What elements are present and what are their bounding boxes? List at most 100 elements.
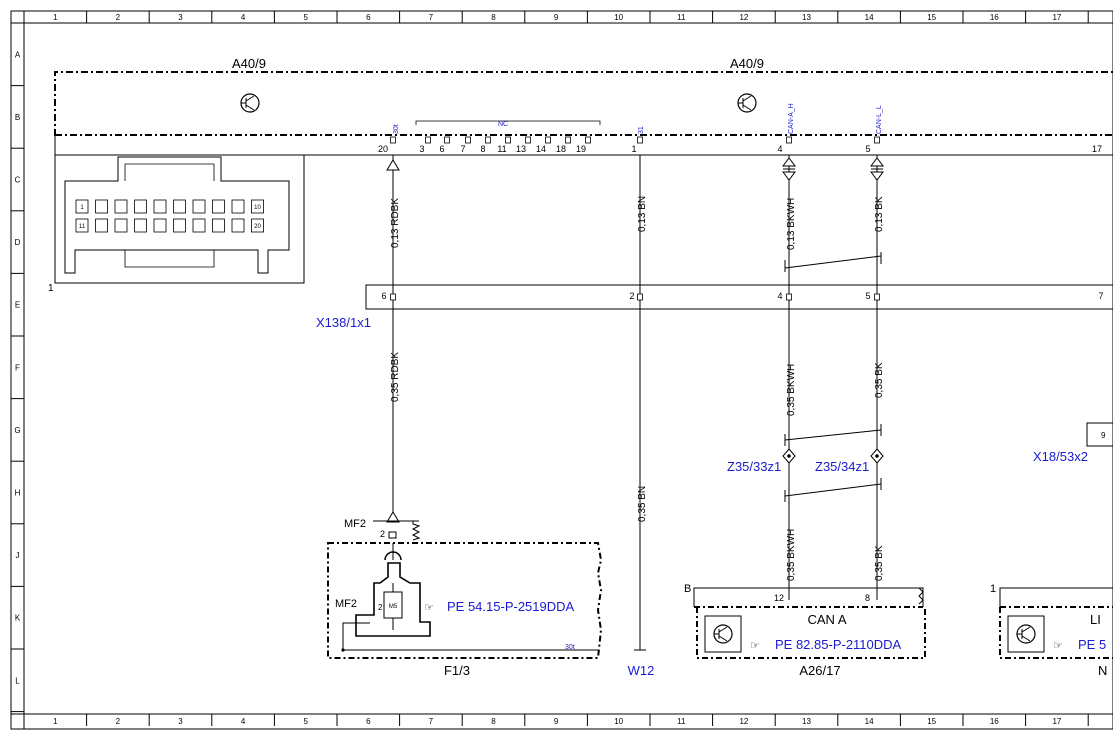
wire-label: 0,35 BK	[874, 545, 885, 581]
connector-face-label: 1	[48, 283, 54, 294]
fuse-body	[341, 543, 598, 652]
connector-pin-number: 19	[576, 144, 586, 154]
row-letter: C	[15, 176, 21, 185]
column-number: 7	[429, 717, 434, 726]
column-number: 1	[53, 13, 58, 22]
svg-text:1: 1	[80, 205, 84, 211]
right-module-frame	[999, 607, 1113, 659]
can-module-title: CAN A	[807, 612, 846, 627]
control-unit-icon	[737, 93, 757, 113]
x138-pin-number: 5	[865, 291, 870, 301]
column-number: 16	[990, 13, 999, 22]
x138-label: X138/1x1	[316, 315, 371, 330]
column-number: 5	[303, 13, 308, 22]
svg-text:M5: M5	[389, 604, 398, 610]
connector-pin-number: 18	[556, 144, 566, 154]
column-number: 9	[554, 13, 559, 22]
column-number: 3	[178, 717, 183, 726]
row-letter: K	[15, 614, 21, 623]
svg-text:30t: 30t	[565, 644, 575, 651]
fuse-mf2-side: MF2	[335, 598, 357, 610]
wire-label: 0,13 BK	[874, 196, 885, 232]
connector-pin-number: 7	[460, 144, 465, 154]
connector-pin-number: 5	[865, 144, 870, 154]
a40-left-label: A40/9	[232, 56, 266, 71]
column-number: 17	[1052, 13, 1061, 22]
wire-label: 0,35 BKWH	[786, 364, 797, 416]
column-number: 15	[927, 13, 936, 22]
manual-icon[interactable]: ☞	[424, 602, 434, 614]
column-number: 6	[366, 13, 371, 22]
column-number: 3	[178, 13, 183, 22]
column-number: 8	[491, 13, 496, 22]
column-number: 2	[116, 13, 121, 22]
wire-label: 0,13 BKWH	[786, 198, 797, 250]
column-number: 13	[802, 13, 811, 22]
x18-label: X18/53x2	[1033, 449, 1088, 464]
row-letter: H	[15, 489, 21, 498]
connector-pin-number: 11	[497, 144, 506, 154]
control-unit-icon	[1016, 624, 1036, 644]
column-number: 5	[303, 717, 308, 726]
x138-connector	[365, 284, 1113, 310]
can-module-ref-link[interactable]: PE 82.85-P-2110DDA	[775, 637, 902, 652]
connector-pin-number: 1	[631, 144, 636, 154]
column-number: 4	[241, 717, 246, 726]
column-number: 15	[927, 717, 936, 726]
connector-face: 1 10 11 20	[54, 136, 305, 284]
wire-label: 0,35 BK	[874, 362, 885, 398]
ground-label: W12	[628, 663, 655, 678]
pin-tag-31: 31	[638, 126, 645, 134]
connector-pin-number: 14	[536, 144, 546, 154]
connector-pin-number: 8	[480, 144, 485, 154]
svg-text:9: 9	[1101, 431, 1106, 440]
column-number: 12	[739, 13, 748, 22]
row-letter: F	[15, 363, 20, 372]
column-number: 16	[990, 717, 999, 726]
column-number: 17	[1052, 717, 1061, 726]
right-module-ref-link[interactable]: PE 5	[1078, 637, 1106, 652]
column-number: 1	[53, 717, 58, 726]
connector-pin-number: 3	[419, 144, 424, 154]
column-number: 9	[554, 717, 559, 726]
splice-label: Z35/33z1	[727, 459, 781, 474]
pin-tag-nc: NC	[498, 121, 508, 128]
control-unit-icon	[240, 93, 260, 113]
row-letter: E	[15, 301, 20, 310]
wire-label: 0,35 RDBK	[390, 352, 401, 402]
connector-pin-number: 20	[378, 144, 388, 154]
a40-module-frame	[54, 71, 1113, 136]
column-number: 11	[677, 717, 686, 726]
column-number: 2	[116, 717, 121, 726]
fuse-ref-link[interactable]: PE 54.15-P-2519DDA	[447, 599, 575, 614]
x138-pin-number: 4	[777, 291, 782, 301]
x18-connector	[1086, 422, 1113, 447]
svg-text:8: 8	[865, 593, 870, 603]
can-module-frame	[696, 607, 926, 659]
connector-pin-number: 13	[516, 144, 526, 154]
row-letter: J	[16, 551, 20, 560]
control-unit-icon	[713, 624, 733, 644]
svg-text:LI: LI	[1090, 612, 1101, 627]
x138-pin-number: 6	[381, 291, 386, 301]
column-number: 10	[614, 717, 623, 726]
manual-icon[interactable]: ☞	[750, 640, 760, 652]
border-frame	[10, 10, 1113, 730]
svg-text:11: 11	[79, 224, 86, 230]
wire-label: 0,13 RDBK	[390, 198, 401, 248]
svg-text:10: 10	[254, 205, 261, 211]
row-letter: L	[15, 676, 20, 685]
row-letter: A	[15, 50, 21, 59]
manual-icon[interactable]: ☞	[1053, 640, 1063, 652]
svg-text:2: 2	[380, 529, 385, 539]
svg-text:20: 20	[254, 224, 261, 230]
svg-text:B: B	[684, 583, 691, 595]
splice-z35-34z1	[870, 448, 884, 464]
column-number: 6	[366, 717, 371, 726]
column-number: 14	[865, 13, 874, 22]
row-letter: G	[14, 426, 20, 435]
